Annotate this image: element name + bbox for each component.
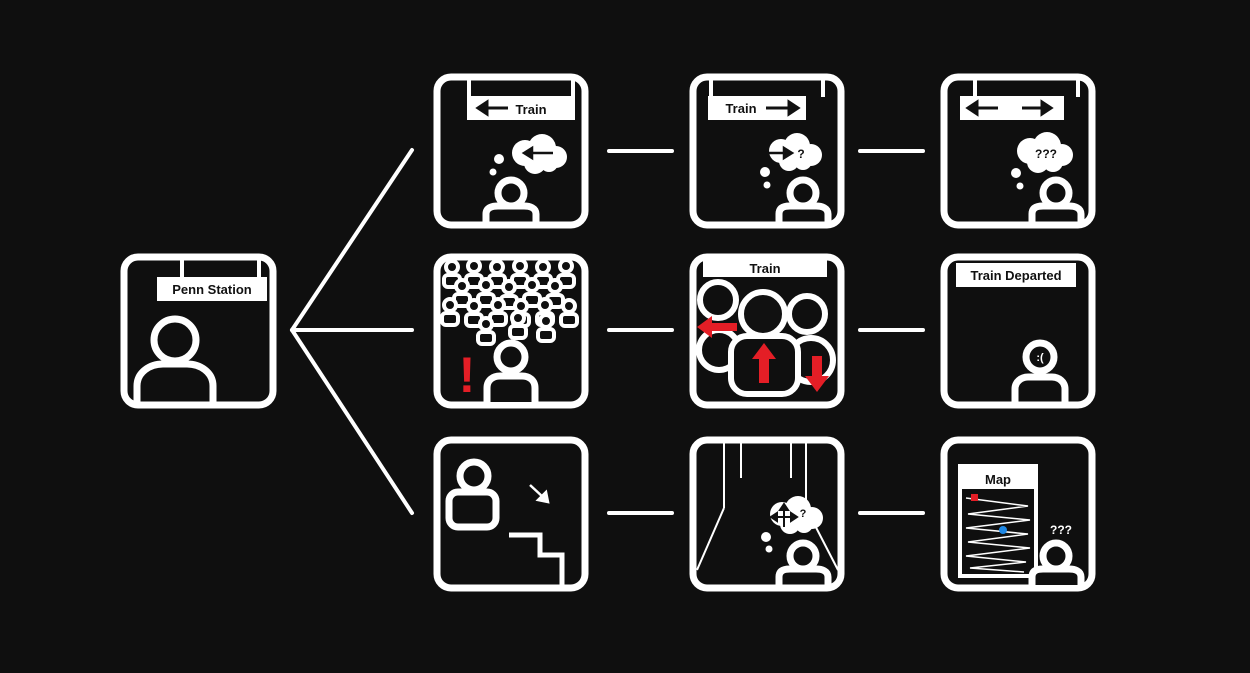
stairs-icon [509,532,565,585]
arrow-left-icon [965,99,998,117]
person-icon [775,176,832,222]
arrow-down-icon [805,356,829,392]
person-icon [133,315,217,402]
departure-sign [956,263,1076,287]
train-sign-label: Train [725,101,756,116]
row-connectors [607,149,925,515]
branch-line-top [290,148,414,332]
arrow-up-icon [752,343,776,383]
train-sign [703,259,827,277]
arrow-right-icon [769,145,795,161]
arrow-right-icon [1022,99,1054,117]
station-sign [157,277,267,301]
arrow-left-icon [521,145,553,161]
panel-r1c1: Train [433,73,589,229]
panel-r3c2: ? [689,436,845,592]
map-marker-red [971,494,978,501]
crowd-icon [696,279,836,397]
train-sign-label: Train [749,261,780,276]
map-header [960,466,1036,489]
person-icon [482,176,540,222]
arrow-left-icon [697,316,737,338]
panel-r1c2: Train ? [689,73,845,229]
person-icon [445,458,500,531]
panel-r3c3: Map ??? [940,436,1096,592]
person-icon [1028,539,1085,585]
station-sign-label: Penn Station [172,282,252,297]
thought-question-label: ? [797,147,804,161]
panel-r1c3: ??? [940,73,1096,229]
thought-question-label: ??? [1035,147,1057,161]
crossroads-arrows-icon [769,502,799,527]
panel-frame [689,436,845,592]
map-marker-blue [999,526,1007,534]
person-icon [1028,176,1085,222]
panel-r3c1 [433,436,589,592]
crowd-icon [440,260,579,346]
exclamation-icon: ! [459,347,476,403]
panel-frame [433,436,589,592]
map-question-label: ??? [1050,523,1072,537]
train-sign-label: Train [515,102,546,117]
panel-start: Penn Station [120,253,277,409]
thought-bubble-icon [1011,132,1073,190]
panel-frame [940,253,1096,409]
person-icon [775,539,832,585]
hallway-lines [696,442,839,571]
map-route-scribble [965,497,1031,573]
thought-question-label: ? [800,508,807,520]
panel-r2c3: Train Departed :( [940,253,1096,409]
panel-r2c1: ! [433,253,589,409]
person-icon [483,339,539,402]
panel-r2c2: Train [689,253,845,409]
arrow-down-right-icon [529,484,550,504]
map-label: Map [985,472,1011,487]
branch-line-bottom [290,328,414,515]
arrow-left-icon [475,99,508,117]
thought-bubble-icon [489,134,567,176]
sad-face-label: :( [1036,352,1044,364]
branch-connectors [290,148,414,515]
departure-sign-label: Train Departed [970,268,1061,283]
sad-person-icon [1011,339,1069,402]
arrow-right-icon [766,99,801,117]
